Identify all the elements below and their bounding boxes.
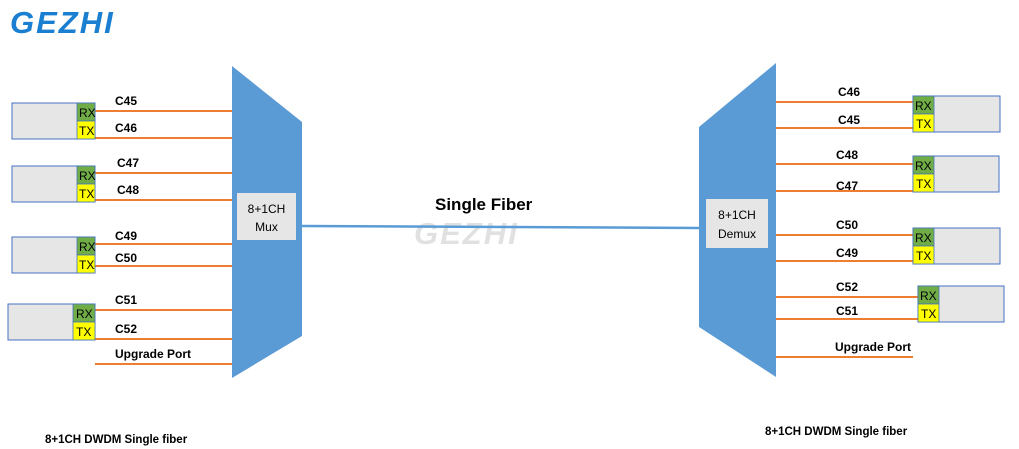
tx-label: TX: [921, 307, 936, 321]
demux-label-box: [706, 199, 768, 248]
tx-port: [76, 254, 96, 274]
mux-channel-label: C46: [115, 121, 137, 135]
mux-label-box: [237, 193, 296, 240]
rx-label: RX: [915, 231, 932, 245]
tx-port: [912, 113, 935, 133]
mux-channel-label: C45: [115, 94, 137, 108]
rx-label: RX: [920, 289, 937, 303]
mux-channel-label: C47: [117, 156, 139, 170]
tx-port: [76, 120, 96, 140]
tx-label: TX: [916, 177, 931, 191]
mux-channel-label: C51: [115, 293, 137, 307]
tx-port: [72, 321, 96, 341]
tx-port: [912, 245, 935, 265]
mux-channel-label: C52: [115, 322, 137, 336]
mux-transceiver-module: RX TX: [7, 303, 96, 341]
tx-label: TX: [76, 325, 91, 339]
tx-label: TX: [916, 117, 931, 131]
tx-port: [912, 173, 935, 193]
rx-label: RX: [79, 169, 96, 183]
demux-channel-label: C48: [836, 148, 858, 162]
single-fiber-line: [301, 224, 700, 230]
demux-transceiver-module: RX TX: [912, 227, 1001, 265]
mux-transceiver-module: RX TX: [11, 165, 96, 203]
mux-caption: 8+1CH DWDM Single fiber: [45, 434, 188, 446]
tx-label: TX: [79, 258, 94, 272]
demux-channel-label: C45: [838, 113, 860, 127]
mux-transceiver-module: RX TX: [11, 102, 96, 140]
single-fiber-label: Single Fiber: [435, 195, 533, 214]
tx-label: TX: [79, 187, 94, 201]
tx-port: [917, 303, 940, 323]
mux-channel-label: C50: [115, 251, 137, 265]
mux-channel-label: C49: [115, 229, 137, 243]
rx-label: RX: [915, 159, 932, 173]
brand-logo: GEZHI: [10, 5, 115, 40]
rx-label: RX: [76, 307, 93, 321]
mux-side: C45 C46 C47 C48 C49 C50 C51 C52 Upgrade …: [7, 66, 302, 446]
mux-upgrade-port-label: Upgrade Port: [115, 347, 191, 361]
mux-channel-label: C48: [117, 183, 139, 197]
mux-label-line1: 8+1CH: [248, 202, 286, 216]
tx-label: TX: [79, 124, 94, 138]
demux-transceiver-module: RX TX: [912, 95, 1001, 133]
demux-channel-label: C51: [836, 304, 858, 318]
demux-transceiver-module: RX TX: [917, 285, 1005, 323]
demux-label-line1: 8+1CH: [718, 208, 756, 222]
demux-transceiver-module: RX TX: [912, 155, 1000, 193]
demux-caption: 8+1CH DWDM Single fiber: [765, 426, 908, 438]
demux-label-line2: Demux: [718, 227, 756, 241]
demux-channel-label: C52: [836, 280, 858, 294]
demux-channel-label: C50: [836, 218, 858, 232]
logo-text: GEZHI: [10, 5, 115, 40]
rx-label: RX: [79, 240, 96, 254]
demux-side: C46 C45 C48 C47 C50 C49 C52 C51 Upgrade …: [699, 63, 1005, 438]
watermark-text: GEZHI: [414, 216, 519, 251]
demux-upgrade-port-label: Upgrade Port: [835, 340, 911, 354]
mux-label-line2: Mux: [255, 220, 278, 234]
tx-label: TX: [916, 249, 931, 263]
mux-transceiver-module: RX TX: [11, 236, 96, 274]
rx-label: RX: [79, 106, 96, 120]
demux-channel-label: C47: [836, 179, 858, 193]
demux-channel-label: C49: [836, 246, 858, 260]
demux-channel-label: C46: [838, 85, 860, 99]
tx-port: [76, 183, 96, 203]
rx-label: RX: [915, 99, 932, 113]
